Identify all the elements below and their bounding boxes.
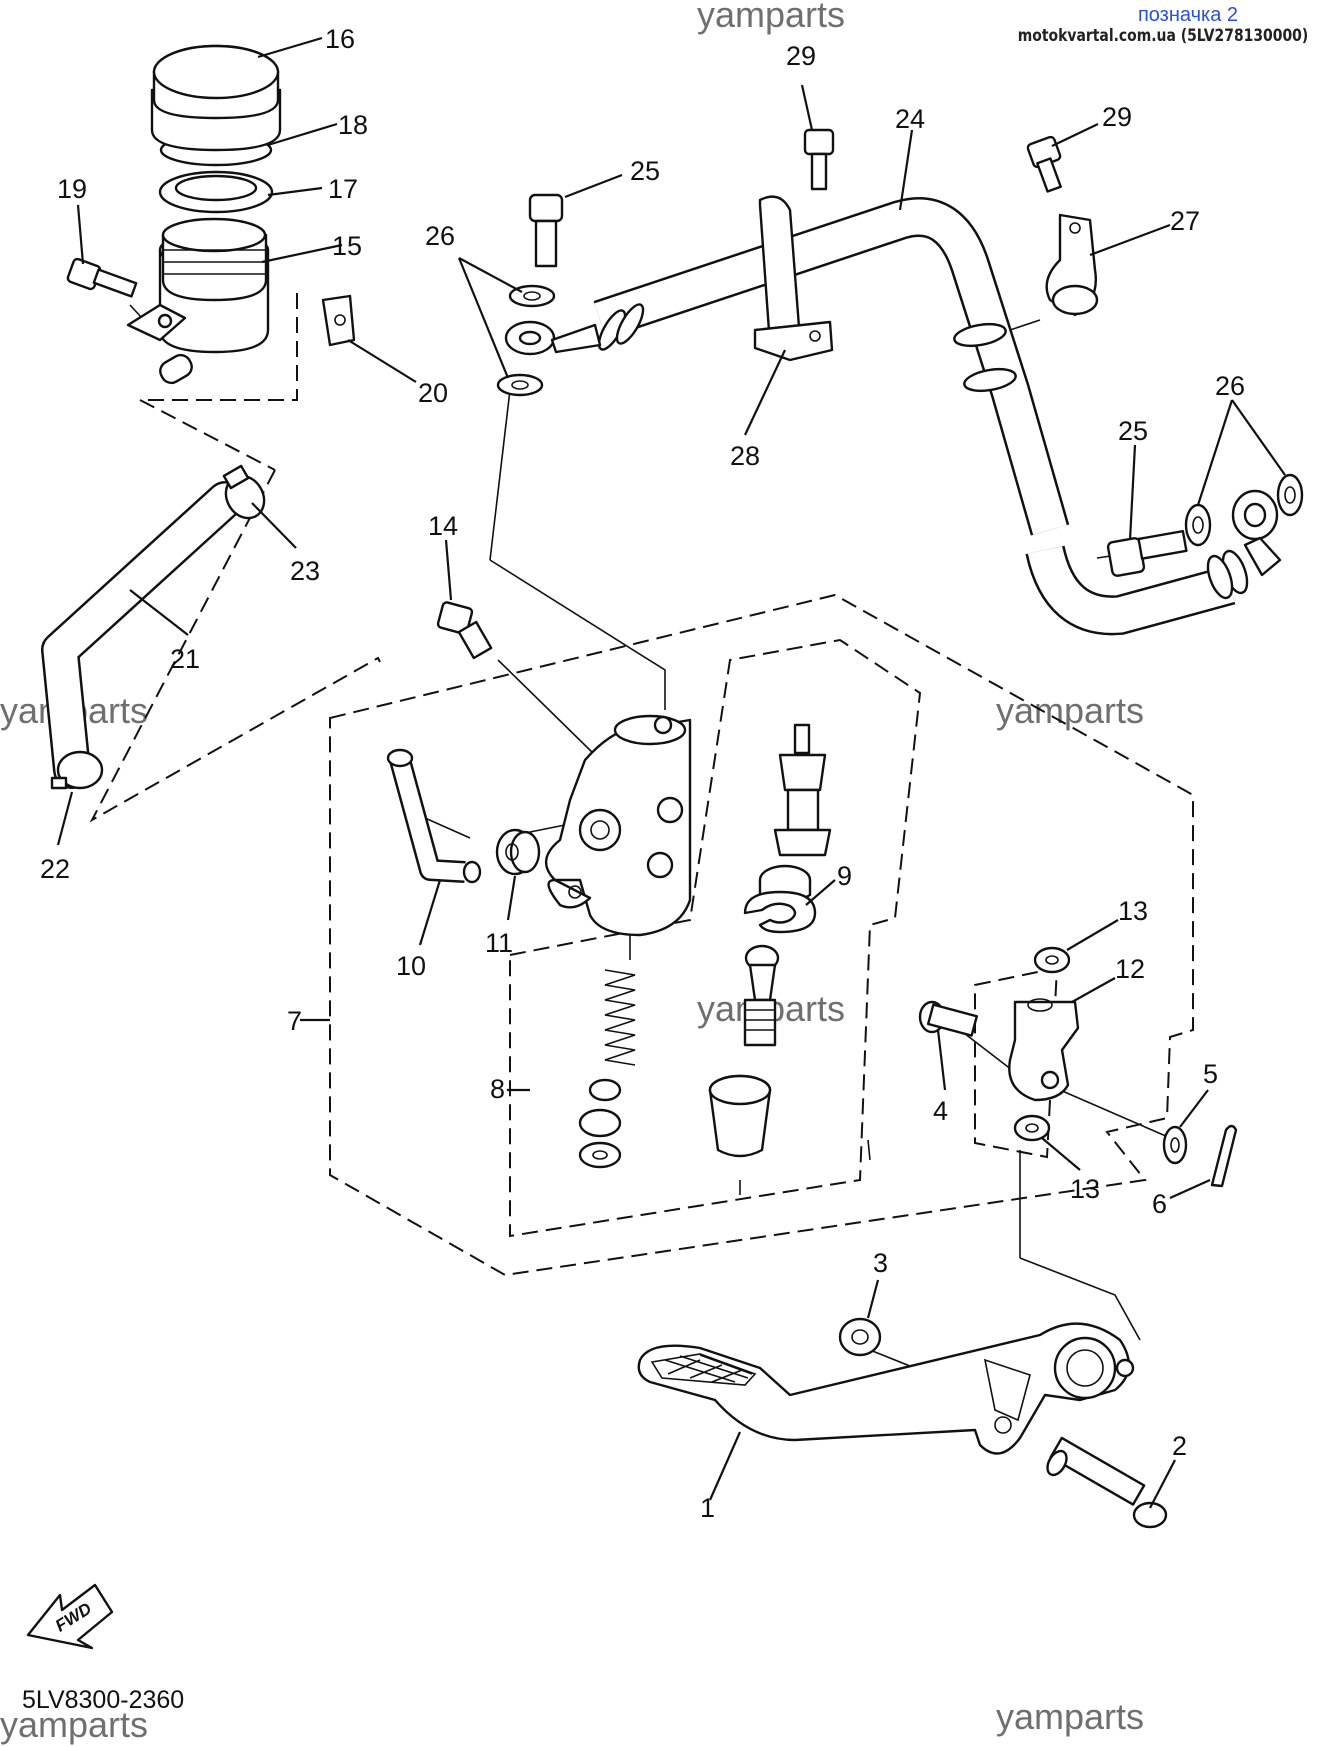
callout-4: 4 <box>933 1096 948 1126</box>
header-site-text: motokvartal.com.ua (5LV278130000) <box>1017 26 1308 46</box>
callout-24: 24 <box>895 104 925 134</box>
callout-18: 18 <box>338 110 368 140</box>
bolt-19 <box>66 257 138 298</box>
callout-10: 10 <box>396 951 426 981</box>
leader-lines <box>56 36 1286 1509</box>
brake-fluid-reservoir <box>126 44 282 385</box>
callout-14: 14 <box>428 511 458 541</box>
seals <box>578 1078 622 1169</box>
callout-15: 15 <box>332 231 362 261</box>
bolt-14 <box>436 601 493 660</box>
watermark-right: yamparts <box>996 690 1145 731</box>
clip-20 <box>321 294 356 347</box>
watermark-bottom-right: yamparts <box>996 1696 1145 1737</box>
callout-26-right: 26 <box>1215 371 1245 401</box>
callout-26-left: 26 <box>425 221 455 251</box>
clamp-27 <box>1045 213 1099 317</box>
master-cylinder-body <box>545 714 692 937</box>
callout-8: 8 <box>490 1074 505 1104</box>
callout-16: 16 <box>325 24 355 54</box>
callout-3: 3 <box>873 1248 888 1278</box>
dashed-outlines <box>89 293 1194 1277</box>
grommet-11 <box>495 828 541 876</box>
callout-27: 27 <box>1170 206 1200 236</box>
washer-5 <box>1162 1125 1188 1165</box>
fwd-arrow-icon: FWD <box>26 1583 114 1650</box>
bolt-29-right <box>1026 135 1062 193</box>
callout-13-top: 13 <box>1118 896 1148 926</box>
callout-labels: 1 2 3 4 5 6 7 8 9 10 11 12 13 13 14 15 1… <box>40 24 1245 1523</box>
callout-25-top: 25 <box>630 156 660 186</box>
callout-7: 7 <box>287 1006 302 1036</box>
boot <box>708 1074 772 1158</box>
diagram-code: 5LV8300-2360 <box>22 1686 185 1714</box>
pivot-bolt-2 <box>1046 1436 1168 1529</box>
callout-5: 5 <box>1203 1059 1218 1089</box>
brake-pedal-1 <box>637 1322 1135 1455</box>
callout-11: 11 <box>485 928 513 958</box>
callout-19: 19 <box>57 174 87 204</box>
union-bolt-25-right <box>1106 529 1188 577</box>
nut-3 <box>838 1317 882 1357</box>
callout-20: 20 <box>418 378 448 408</box>
nut-13-bottom <box>1013 1114 1051 1142</box>
watermark-top: yamparts <box>697 0 846 35</box>
union-bolt-25-top <box>528 193 564 268</box>
bolt-29-center <box>803 128 835 191</box>
connector-lines <box>129 304 1176 1399</box>
hose-21 <box>41 464 266 790</box>
hose-joint-10 <box>386 748 482 884</box>
push-rod-assembly <box>773 723 832 857</box>
callout-29-right: 29 <box>1102 102 1132 132</box>
callout-12: 12 <box>1115 954 1145 984</box>
header-link[interactable]: позначка 2 <box>1137 4 1238 26</box>
watermark-bottom-left: yamparts <box>0 1704 149 1745</box>
spring <box>604 969 636 1066</box>
callout-6: 6 <box>1152 1189 1167 1219</box>
pin-4 <box>918 1000 979 1037</box>
callout-13-bottom: 13 <box>1070 1174 1100 1204</box>
brake-hose-24 <box>504 197 1282 636</box>
bracket-28 <box>753 195 834 362</box>
piston-rod <box>743 944 780 1047</box>
callout-9: 9 <box>837 861 852 891</box>
circlip-9 <box>743 890 817 934</box>
callout-21: 21 <box>170 644 200 674</box>
callout-29-center: 29 <box>786 41 816 71</box>
nut-13-top <box>1033 946 1071 974</box>
cotter-pin-6 <box>1210 1124 1238 1188</box>
callout-22: 22 <box>40 854 70 884</box>
callout-2: 2 <box>1172 1431 1187 1461</box>
callout-1: 1 <box>700 1493 715 1523</box>
callout-17: 17 <box>328 174 358 204</box>
clevis-12 <box>1008 998 1080 1102</box>
callout-25-right: 25 <box>1118 416 1148 446</box>
callout-23: 23 <box>290 556 320 586</box>
callout-28: 28 <box>730 441 760 471</box>
